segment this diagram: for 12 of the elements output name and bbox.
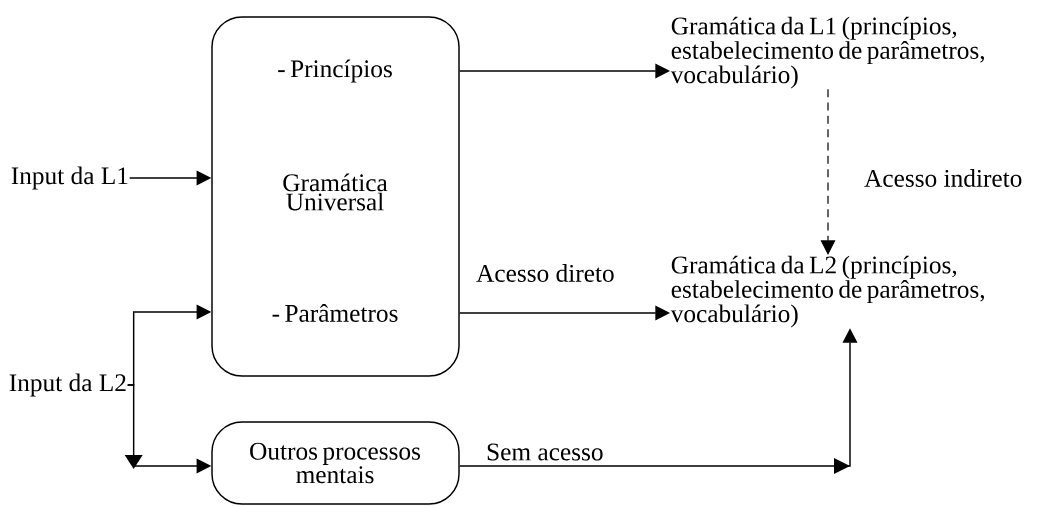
rounded-box: - Princípios Gramática Universal - Parâmetros bbox=[211, 16, 460, 377]
edge-label: Sem acesso bbox=[484, 442, 605, 462]
text-label: Gramática da L2 (princípios, estabelecimento de parâmetros, vocabulário) bbox=[670, 255, 984, 328]
text-label: Gramática da L1 (princípios, estabelecimento de parâmetros, vocabulário) bbox=[670, 16, 984, 89]
arrow bbox=[820, 88, 836, 255]
rounded-box: Outros processos mentais bbox=[211, 421, 460, 505]
text-label: Input da L1 bbox=[11, 166, 128, 190]
edge-label: Acesso indireto bbox=[862, 167, 1024, 189]
edge-label: Acesso direto bbox=[474, 262, 616, 284]
arrow bbox=[459, 63, 670, 79]
text-label: Input da L2 bbox=[9, 373, 126, 397]
arrow bbox=[459, 305, 670, 321]
